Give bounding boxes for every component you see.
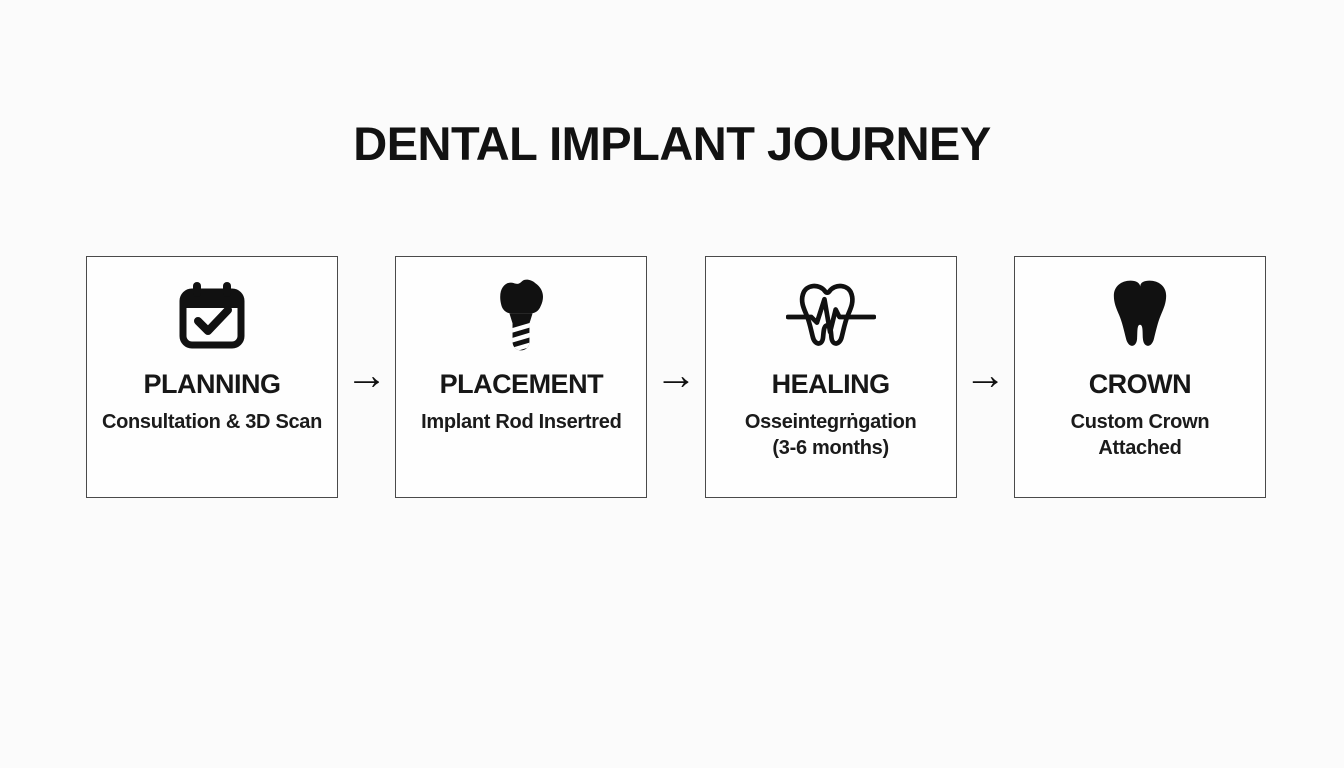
step-heading: PLACEMENT [439, 369, 604, 399]
calendar-check-icon [176, 277, 248, 357]
arrow-right-icon: → [964, 351, 1007, 398]
dental-implant-icon [492, 277, 550, 357]
arrow-right-icon: → [654, 351, 697, 398]
step-subtitle: Implant Rod Insertred [421, 409, 622, 435]
arrow-right-icon: → [345, 351, 388, 398]
tooth-icon [1109, 277, 1171, 357]
steps-row: PLANNING Consultation & 3D Scan → [86, 256, 1266, 498]
subtitle-line: Attached [1098, 437, 1182, 459]
step-box-placement: PLACEMENT Implant Rod Insertred [395, 256, 648, 498]
tooth-pulse-icon [785, 277, 876, 357]
step-box-crown: CROWN Custom Crown Attached [1013, 256, 1266, 498]
step-box-planning: PLANNING Consultation & 3D Scan [86, 256, 338, 498]
step-box-healing: HEALING Osseintegrṅgation (3-6 months) [704, 256, 957, 498]
step-heading: PLANNING [143, 369, 282, 399]
subtitle-line: Implant Rod Insertred [421, 411, 622, 433]
step-heading: HEALING [771, 369, 891, 399]
subtitle-line: Osseintegrṅgation [744, 411, 917, 433]
step-subtitle: Custom Crown Attached [1071, 409, 1210, 461]
subtitle-line: (3-6 months) [772, 437, 889, 459]
subtitle-line: Custom Crown [1070, 411, 1210, 433]
step-subtitle: Osseintegrṅgation (3-6 months) [745, 409, 917, 461]
step-heading: CROWN [1088, 369, 1192, 399]
page-title: DENTAL IMPLANT JOURNEY [353, 117, 991, 170]
step-subtitle: Consultation & 3D Scan [102, 409, 322, 435]
subtitle-line: Consultation & 3D Scan [101, 411, 323, 433]
